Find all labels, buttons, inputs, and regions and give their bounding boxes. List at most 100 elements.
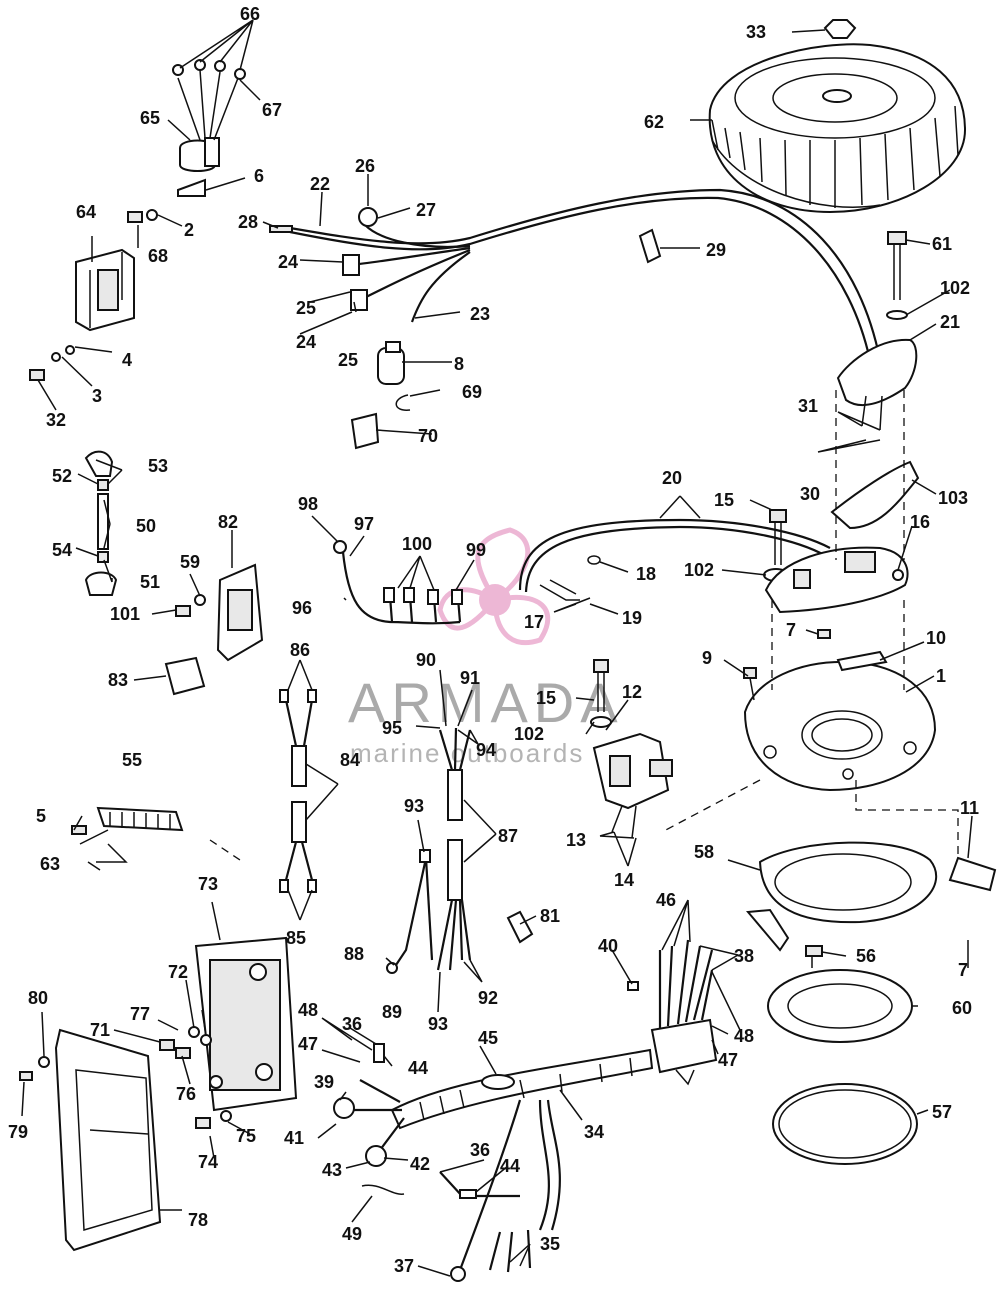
callout-39: 39 (314, 1072, 334, 1092)
callout-53: 53 (148, 456, 168, 476)
callout-102-b: 102 (684, 560, 714, 580)
callout-67: 67 (262, 100, 282, 120)
terminal-block-55 (71, 806, 184, 863)
callout-47-a: 47 (298, 1034, 318, 1054)
ring-60 (767, 969, 913, 1043)
callout-54: 54 (52, 540, 72, 560)
callout-14: 14 (614, 870, 634, 890)
callout-36-b: 36 (470, 1140, 490, 1160)
callout-60: 60 (952, 998, 972, 1018)
callout-25-a: 25 (296, 298, 316, 318)
callout-101: 101 (110, 604, 140, 624)
callout-96: 96 (292, 598, 312, 618)
callout-42: 42 (410, 1154, 430, 1174)
callout-29: 29 (706, 240, 726, 260)
callout-65: 65 (140, 108, 160, 128)
screw-56 (805, 945, 823, 968)
clamp-6 (177, 178, 206, 197)
bracket-11 (948, 856, 997, 892)
callout-44-a: 44 (408, 1058, 428, 1078)
callout-35: 35 (540, 1234, 560, 1254)
callout-45: 45 (478, 1028, 498, 1048)
callout-36-a: 36 (342, 1014, 362, 1034)
callout-59: 59 (180, 552, 200, 572)
screw-32 (29, 345, 75, 381)
callout-70: 70 (418, 426, 438, 446)
boot-70 (350, 412, 380, 450)
wire-36-44 (439, 1171, 520, 1199)
callout-52: 52 (52, 466, 72, 486)
callout-16: 16 (910, 512, 930, 532)
callout-3: 3 (92, 386, 102, 406)
callout-100: 100 (402, 534, 432, 554)
screw-15-mid (590, 659, 612, 728)
alignment-lines (209, 390, 959, 861)
screw-7 (817, 629, 831, 639)
callout-labels: 66 67 65 6 2 68 64 4 3 32 26 22 27 28 24… (8, 4, 979, 1276)
wire-harness-96 (333, 540, 463, 625)
callout-32: 32 (46, 410, 66, 430)
wire-84 (279, 689, 317, 893)
callout-62: 62 (644, 112, 664, 132)
callout-47-b: 47 (718, 1050, 738, 1070)
callout-55: 55 (122, 750, 142, 770)
plate-58 (746, 841, 937, 952)
callout-31: 31 (798, 396, 818, 416)
flywheel-62 (708, 19, 967, 214)
callout-64: 64 (76, 202, 96, 222)
callout-30: 30 (800, 484, 820, 504)
callout-79: 79 (8, 1122, 28, 1142)
callout-24-a: 24 (278, 252, 298, 272)
callout-10: 10 (926, 628, 946, 648)
callout-11: 11 (960, 798, 979, 818)
callout-68: 68 (148, 246, 168, 266)
armature-plate-16 (764, 546, 909, 614)
main-harness-34 (333, 939, 718, 1282)
callout-88: 88 (344, 944, 364, 964)
leader-lines (21, 19, 973, 1277)
callout-24-b: 24 (296, 332, 316, 352)
callout-46: 46 (656, 890, 676, 910)
callout-89: 89 (382, 1002, 402, 1022)
callout-17: 17 (524, 612, 544, 632)
callout-75: 75 (236, 1126, 256, 1146)
callout-25-b: 25 (338, 350, 358, 370)
callout-9: 9 (702, 648, 712, 668)
callout-23: 23 (470, 304, 490, 324)
callout-92: 92 (478, 988, 498, 1008)
callout-77: 77 (130, 1004, 150, 1024)
callout-84: 84 (340, 750, 360, 770)
callout-18: 18 (636, 564, 656, 584)
callout-48-a: 48 (298, 1000, 318, 1020)
callout-28: 28 (238, 212, 258, 232)
screw-61 (886, 231, 908, 320)
callout-90: 90 (416, 650, 436, 670)
callout-73: 73 (198, 874, 218, 894)
callout-95: 95 (382, 718, 402, 738)
callout-50: 50 (136, 516, 156, 536)
callout-87: 87 (498, 826, 518, 846)
callout-22: 22 (310, 174, 330, 194)
clip-69 (395, 394, 411, 411)
wire-88 (386, 849, 434, 974)
callout-93-a: 93 (404, 796, 424, 816)
callout-103: 103 (938, 488, 968, 508)
callout-91: 91 (460, 668, 480, 688)
shield-103 (830, 460, 920, 530)
callout-13: 13 (566, 830, 586, 850)
callout-41: 41 (284, 1128, 304, 1148)
callout-37: 37 (394, 1256, 414, 1276)
callout-2: 2 (184, 220, 194, 240)
callout-8: 8 (454, 354, 464, 374)
ring-57 (772, 1083, 918, 1165)
callout-5: 5 (36, 806, 46, 826)
callout-71: 71 (90, 1020, 110, 1040)
rectifier-82 (216, 563, 264, 662)
callout-102-c: 102 (514, 724, 544, 744)
connector-8 (377, 341, 405, 385)
module-64 (75, 248, 135, 332)
callout-82: 82 (218, 512, 238, 532)
callout-27: 27 (416, 200, 436, 220)
callout-49: 49 (342, 1224, 362, 1244)
